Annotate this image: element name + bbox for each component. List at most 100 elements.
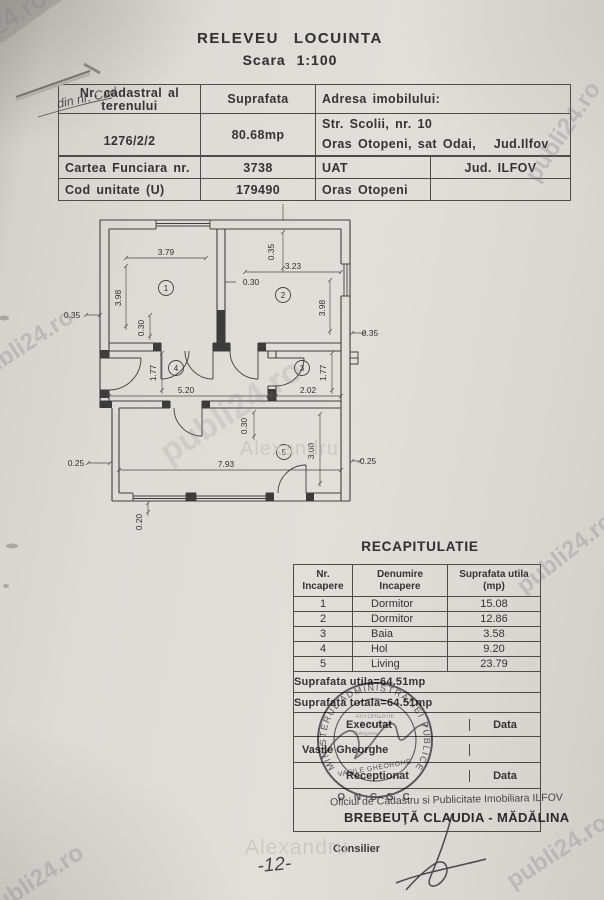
dim-label: 3.79 (158, 247, 175, 257)
dim-label: 0.30 (136, 320, 146, 337)
cartea-funciara-value: 3738 (200, 156, 316, 179)
dim-label: 0.25 (360, 456, 377, 466)
stamp-signature (320, 722, 429, 761)
cod-unitate-value: 179490 (200, 178, 316, 201)
room-area: 23.79 (447, 656, 541, 672)
recap-header-nr: Nr. Incapere (293, 564, 353, 597)
watermark-publi24: publi24.ro (0, 839, 89, 900)
header-line: Incapere (302, 580, 344, 592)
adresa-value-cell: Str. Scolii, nr. 10 Oras Otopeni, sat Od… (315, 113, 571, 157)
room-name: Living (352, 656, 448, 672)
round-stamp: MINISTERUL ADMINISTRATIEI PUBLICE O N C … (317, 682, 433, 803)
plan-windows (132, 220, 359, 501)
executat-label: Executat (294, 718, 470, 731)
dim-label: 7.93 (218, 459, 235, 469)
stamp-line3: Categoria (353, 731, 378, 737)
nr-cadastral-label-line1: Nr. cadastral al (79, 86, 180, 100)
data-label: Data (493, 769, 517, 782)
dim-label: 5.20 (178, 385, 195, 395)
dim-label: 0.35 (64, 310, 81, 320)
dim-label: 0.35 (362, 328, 379, 338)
stamp-line2: B. Nr. 2913 (360, 722, 391, 728)
nr-cadastral-label-cell: Nr. cadastral al terenului (58, 83, 201, 115)
plan-room-numbers: 1 2 3 4 5 (158, 280, 310, 460)
recap-header-denumire: Denumire Incapere (352, 564, 448, 597)
dim-label: 1.77 (148, 365, 158, 382)
stamp-line1: AUTORIZATIE (355, 714, 394, 720)
header-line: Suprafata utila (459, 569, 529, 580)
room-name: Dormitor (352, 611, 448, 627)
room-name: Dormitor (352, 596, 448, 612)
room-area: 12.86 (447, 611, 541, 627)
dim-label: 3.98 (113, 290, 123, 307)
dim-label: 0.20 (134, 514, 144, 531)
stamp-inner-text: AUTORIZATIE B. Nr. 2913 Categoria (353, 714, 394, 737)
executat-name: Vasile Gheorghe (294, 743, 470, 756)
stamp-bottom-text: O N C G C (337, 792, 412, 803)
dim-label: 1.77 (318, 365, 328, 382)
room-name: Baia (352, 626, 448, 642)
table-row: 5 Living 23.79 (293, 656, 541, 672)
oras-value: Oras Otopeni (315, 178, 431, 201)
cod-unitate-label: Cod unitate (U) (58, 178, 201, 201)
cartea-funciara-table: Cartea Funciara nr. 3738 UAT Jud. ILFOV … (58, 156, 571, 201)
scan-corner-artifact (0, 0, 62, 44)
room-area: 15.08 (447, 596, 541, 612)
header-line: Nr. (316, 569, 330, 580)
room-number: 4 (174, 364, 179, 373)
plan-wall-fills (100, 310, 314, 501)
empty-cell (430, 178, 571, 201)
dim-label: 3.00 (306, 443, 316, 460)
room-name: Hol (352, 641, 448, 657)
document-scale: Scara 1:100 (242, 52, 338, 68)
room-number: 3 (300, 364, 305, 373)
header-line: (mp) (483, 580, 505, 592)
header-line: Denumire (376, 569, 424, 580)
cartea-funciara-label: Cartea Funciara nr. (58, 156, 201, 179)
header-line: Incapere (379, 580, 421, 592)
recap-header-row: Nr. Incapere Denumire Incapere Suprafata… (293, 564, 541, 597)
recap-table: Nr. Incapere Denumire Incapere Suprafata… (293, 564, 569, 832)
table-row: 1 Dormitor 15.08 (293, 596, 541, 612)
dim-label: 3.23 (285, 261, 302, 271)
adresa-line1: Str. Scolii, nr. 10 (322, 117, 433, 132)
dim-label: 0.25 (68, 458, 85, 468)
receptionat-row: Receptionat Data (293, 762, 541, 789)
dim-label: 0.35 (266, 244, 276, 261)
recap-header-suprafata: Suprafata utila (mp) (447, 564, 541, 597)
room-number: 5 (282, 448, 287, 457)
adresa-label-cell: Adresa imobilului: (315, 83, 571, 115)
adresa-line2: Oras Otopeni, sat Odai, Jud.Ilfov (322, 136, 549, 151)
room-nr: 2 (293, 611, 353, 627)
room-area: 3.58 (447, 626, 541, 642)
suprafata-value: 80.68mp (200, 113, 316, 157)
stamp-outer-ring (317, 682, 433, 798)
consilier-label: Consilier (333, 843, 381, 855)
nr-cadastral-value: 1276/2/2 (58, 113, 201, 157)
stamp-name: VASILE GHEORGHE (338, 759, 412, 779)
room-number: 1 (164, 284, 169, 293)
data-label: Data (493, 718, 517, 731)
room-nr: 4 (293, 641, 353, 657)
recap-title: RECAPITULATIE (361, 539, 479, 554)
plan-dimension-lines (83, 204, 367, 516)
document-title: RELEVEU LOCUINTA (197, 30, 383, 47)
plan-dimension-labels: 3.79 3.98 0.30 0.35 3.23 0.30 3.98 0.35 … (64, 244, 379, 531)
uat-label: UAT (315, 156, 431, 179)
table-row: 3 Baia 3.58 (293, 626, 541, 642)
dim-label: 2.02 (300, 385, 317, 395)
floor-plan: 3.79 3.98 0.30 0.35 3.23 0.30 3.98 0.35 … (64, 204, 379, 531)
handwritten-page-number: -12- (257, 853, 292, 877)
plan-doors (108, 350, 307, 494)
room-area: 9.20 (447, 641, 541, 657)
nr-cadastral-label-line2: terenului (101, 99, 158, 114)
uat-value: Jud. ILFOV (430, 156, 571, 179)
cadastral-info-table: Nr. cadastral al terenului Suprafata Adr… (58, 83, 571, 157)
dim-label: 0.30 (239, 418, 249, 435)
dim-label: 3.98 (317, 300, 327, 317)
stamp-inner-ring (333, 698, 417, 782)
table-row: 2 Dormitor 12.86 (293, 611, 541, 627)
suprafata-label-cell: Suprafata (200, 83, 316, 115)
room-number: 2 (281, 291, 286, 300)
